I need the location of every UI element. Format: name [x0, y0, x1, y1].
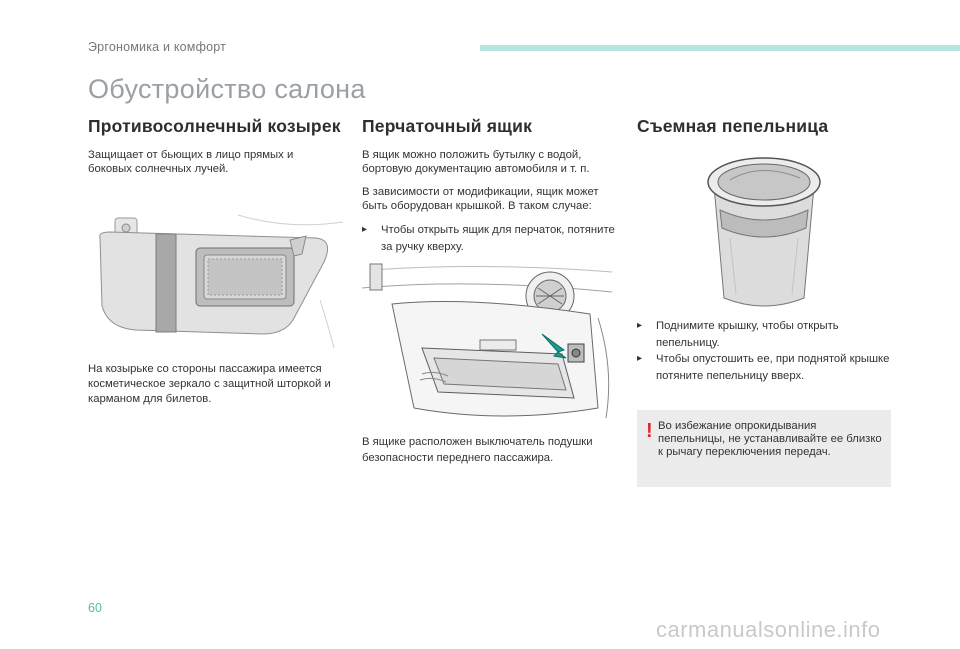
glovebox-text-1: В ящик можно положить бутылку с водой, б… — [362, 149, 590, 175]
glovebox-column: Перчаточный ящик В ящик можно положить б… — [362, 116, 620, 255]
triangle-bullet-icon: ▸ — [637, 320, 643, 331]
page-number: 60 — [88, 601, 102, 615]
glovebox-title: Перчаточный ящик — [362, 116, 533, 136]
page-title: Обустройство салона — [88, 74, 366, 104]
glovebox-bullet-1-text: Чтобы открыть ящик для перчаток, потянит… — [381, 224, 615, 253]
glovebox-footer: В ящике расположен выключатель подушки б… — [362, 436, 593, 464]
watermark: carmanualsonline.info — [656, 617, 881, 642]
glovebox-text-2: В зависимости от модификации, ящик может… — [362, 186, 599, 212]
triangle-bullet-icon: ▸ — [362, 224, 368, 235]
ashtray-bullet-1-text: Поднимите крышку, чтобы открыть пепельни… — [656, 320, 839, 349]
warning-note: ! Во избежание опрокидывания пепельницы,… — [637, 410, 891, 487]
section-header: Эргономика и комфорт — [88, 40, 227, 54]
sun-visor-title: Противосолнечный козырек — [88, 116, 341, 136]
ashtray-bullet-2-text: Чтобы опустошить ее, при поднятой крышке… — [656, 353, 890, 382]
ashtray-bullets: ▸ Поднимите крышку, чтобы открыть пепель… — [637, 318, 893, 384]
warning-note-text: Во избежание опрокидывания пепельницы, н… — [658, 420, 882, 458]
sun-visor-footer: На козырьке со стороны пассажира имеется… — [88, 363, 331, 405]
triangle-bullet-icon: ▸ — [637, 353, 643, 364]
ashtray-bullet-2: ▸ Чтобы опустошить ее, при поднятой крыш… — [637, 351, 893, 384]
sun-visor-column: Противосолнечный козырек Защищает от бью… — [88, 116, 348, 176]
ashtray-illustration — [700, 148, 828, 314]
sun-visor-intro: Защищает от бьющих в лицо прямых и боков… — [88, 149, 294, 175]
ashtray-bullet-1: ▸ Поднимите крышку, чтобы открыть пепель… — [637, 318, 893, 351]
header-accent-bar — [480, 45, 960, 51]
exclamation-warning-icon: ! — [646, 420, 653, 442]
sun-visor-illustration — [88, 210, 348, 350]
glovebox-illustration — [362, 258, 620, 426]
ashtray-title: Съемная пепельница — [637, 116, 829, 136]
ashtray-column: Съемная пепельница — [637, 116, 893, 137]
glovebox-bullet-1: ▸ Чтобы открыть ящик для перчаток, потян… — [362, 222, 620, 255]
